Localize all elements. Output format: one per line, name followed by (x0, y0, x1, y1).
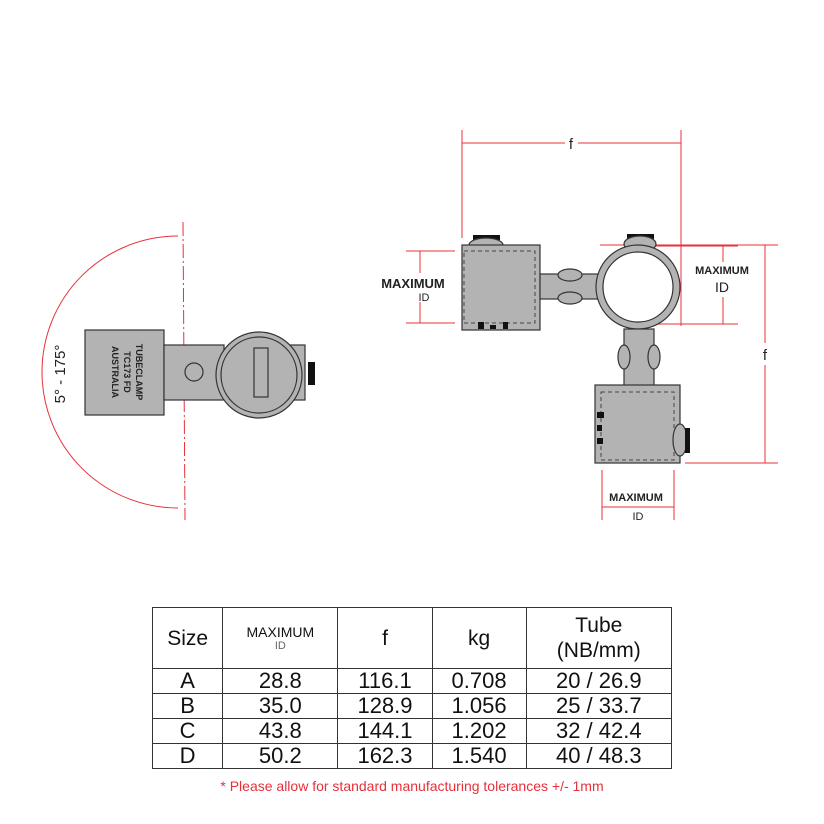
angle-label: 5° - 175° (52, 345, 69, 404)
set-screw (308, 362, 315, 385)
dim-f-right-label: f (763, 347, 768, 364)
max-id-right-label: MAXIMUM (695, 265, 749, 277)
header-max-line2: ID (274, 639, 286, 652)
cell: 1.540 (431, 743, 527, 769)
max-id-bottom-label: MAXIMUM (609, 492, 663, 504)
header-kg: kg (431, 607, 527, 669)
cell: 28.8 (222, 668, 339, 694)
header-tube-line1: Tube (575, 614, 623, 637)
cell: 25 / 33.7 (525, 693, 673, 719)
cell: B (151, 693, 224, 719)
max-id-right-sub: ID (715, 279, 729, 295)
cell: D (151, 743, 224, 769)
max-id-bottom-sub: ID (633, 511, 644, 523)
cell: 1.056 (431, 693, 527, 719)
cell: A (151, 668, 224, 694)
collar-slot (253, 347, 269, 398)
cell: 1.202 (431, 718, 527, 744)
left-side-view: TUBECLAMP TC173 FD AUSTRALIA 5° - 175° (41, 221, 315, 521)
rotation-arc (41, 235, 179, 509)
stamp-line-1: TUBECLAMP (134, 344, 144, 401)
cell: 40 / 48.3 (525, 743, 673, 769)
cell: 116.1 (337, 668, 433, 694)
cell: 128.9 (337, 693, 433, 719)
dim-f-top-label: f (569, 136, 574, 153)
cell: 43.8 (222, 718, 339, 744)
stamp-line-3: AUSTRALIA (110, 346, 120, 398)
max-id-left-sub: ID (419, 292, 430, 304)
hinge-pin (184, 362, 204, 382)
header-tube-line2: (NB/mm) (556, 639, 641, 662)
cell: 162.3 (337, 743, 433, 769)
cell: 0.708 (431, 668, 527, 694)
cell: 144.1 (337, 718, 433, 744)
bottom-clamp-body (594, 384, 681, 464)
header-size: Size (151, 607, 224, 669)
header-tube: Tube(NB/mm) (525, 607, 673, 669)
left-clamp-body (461, 244, 541, 331)
tolerance-note: * Please allow for standard manufacturin… (220, 778, 604, 794)
cell: 35.0 (222, 693, 339, 719)
header-f: f (337, 607, 433, 669)
header-max-line1: MAXIMUM (246, 623, 315, 640)
cell: C (151, 718, 224, 744)
stamp-line-2: TC173 FD (122, 351, 132, 393)
top-view: f MAXIMUM ID MAXIMUM ID f MAXIMUM ID (381, 130, 778, 523)
cell: 32 / 42.4 (525, 718, 673, 744)
max-id-left-label: MAXIMUM (381, 276, 445, 291)
clamp-body (84, 329, 165, 416)
cell: 20 / 26.9 (525, 668, 673, 694)
cell: 50.2 (222, 743, 339, 769)
